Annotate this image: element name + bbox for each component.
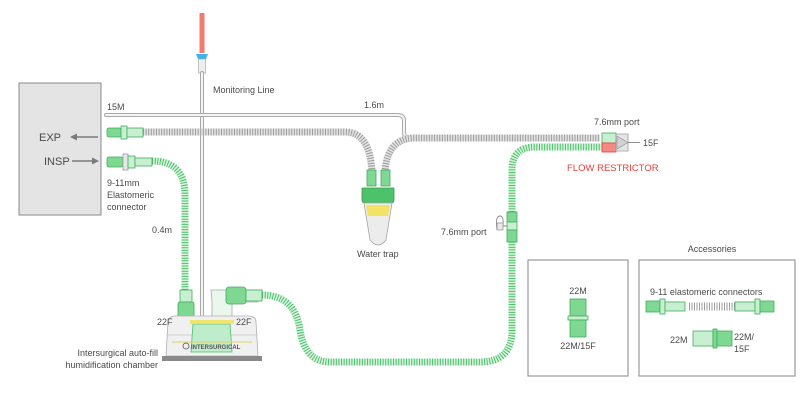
adapter-top-label: 22M [569, 286, 587, 296]
accessories-title: Accessories [688, 244, 737, 254]
monitoring-line-tip [199, 13, 205, 53]
monitoring-line-cap-icon [196, 54, 208, 59]
chamber-brand-text: INTERSURGICAL [191, 345, 241, 351]
insp-elastomeric-connector [106, 153, 153, 171]
humidification-chamber: INTERSURGICAL [162, 286, 263, 361]
brand-logo-icon [182, 342, 190, 350]
accessories-connectors-label: 9-11 elastomeric connectors [650, 287, 763, 297]
adapter-22m-15f-icon [567, 298, 589, 338]
elastomeric-label-line3: connector [107, 202, 147, 212]
length-15m-label: 15M [107, 102, 125, 112]
water-trap [361, 169, 395, 246]
port-mid-label: 7.6mm port [441, 227, 487, 237]
flow-restrictor-part [601, 142, 617, 153]
insp-label: INSP [44, 156, 70, 168]
inspiratory-limb-heated [261, 143, 602, 366]
elastomeric-label-line2: Elastomeric [107, 190, 155, 200]
flow-restrictor-label: FLOW RESTRICTOR [567, 163, 659, 174]
adapter-bottom-label: 22M/15F [560, 341, 596, 351]
exp-connector [106, 125, 144, 140]
water-trap-label: Water trap [357, 249, 399, 259]
length-0-4m-label: 0.4m [152, 225, 172, 235]
chamber-left-port-label: 22F [157, 317, 173, 327]
accessories-adapter-icon [692, 328, 733, 349]
ventilator-box [18, 82, 102, 216]
chamber-label-line1: Intersurgical auto-fill [77, 348, 158, 358]
inspiratory-limb-dry [151, 157, 189, 292]
patient-wye [601, 132, 640, 153]
port-top-label: 7.6mm port [594, 117, 640, 127]
port-15f-label: 15F [643, 138, 659, 148]
monitoring-line-label: Monitoring Line [213, 85, 275, 95]
exp-arrow-icon [70, 133, 98, 141]
length-1-6m-label: 1.6m [364, 100, 384, 110]
accessories-box [638, 259, 796, 377]
mid-port-connector [495, 211, 518, 243]
accessories-adapter-left-label: 22M [670, 335, 688, 345]
adapter-box [527, 259, 629, 377]
elastomeric-label-line1: 9-11mm [107, 178, 139, 188]
elastomeric-connectors-icon [645, 298, 775, 315]
expiratory-hose [143, 128, 600, 173]
chamber-label-line2: humidification chamber [65, 360, 158, 370]
insp-arrow-icon [72, 157, 99, 165]
water-trap-reservoir [366, 205, 390, 216]
monitoring-line [196, 13, 208, 360]
accessories-adapter-right-label-2: 15F [734, 344, 750, 354]
accessories-adapter-right-label-1: 22M/ [734, 332, 755, 342]
exp-label: EXP [39, 132, 61, 144]
chamber-right-port-label: 22F [236, 317, 252, 327]
chamber-base [162, 356, 262, 361]
